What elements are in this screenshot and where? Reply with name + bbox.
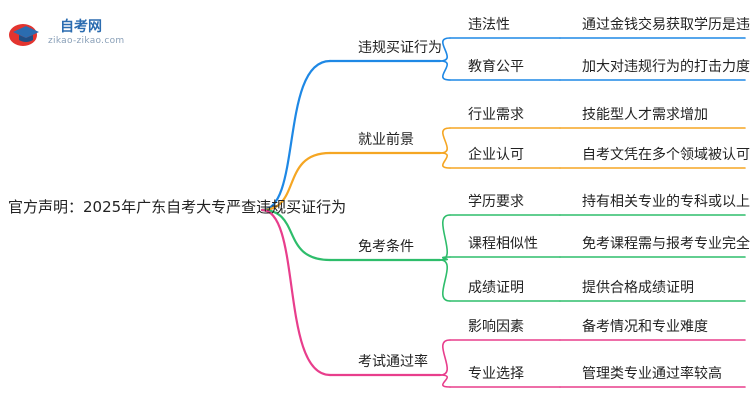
subtopic: 成绩证明	[468, 280, 524, 296]
subtopic-detail: 提供合格成绩证明	[582, 280, 694, 296]
branch-topic: 考试通过率	[358, 354, 428, 370]
child-connector	[439, 127, 451, 154]
site-logo[interactable]: 自考网 zikao-zikao.com	[8, 14, 158, 54]
subtopic-detail: 免考课程需与报考专业完全相同	[582, 236, 750, 252]
child-connector	[439, 374, 451, 388]
child-connector	[439, 37, 451, 62]
subtopic-detail: 技能型人才需求增加	[582, 107, 708, 123]
child-connector	[439, 60, 451, 81]
branch-topic: 免考条件	[358, 239, 414, 255]
child-connector	[439, 259, 451, 302]
branch-topic: 违规买证行为	[358, 40, 442, 56]
child-connector	[439, 214, 451, 261]
branch-connector	[260, 208, 332, 377]
child-connector	[439, 256, 451, 261]
subtopic: 企业认可	[468, 147, 524, 163]
subtopic: 专业选择	[468, 366, 524, 382]
subtopic-detail: 加大对违规行为的打击力度	[582, 59, 750, 75]
logo-name: 自考网	[60, 19, 102, 35]
subtopic-detail: 通过金钱交易获取学历是违法的	[582, 17, 750, 33]
subtopic-detail: 备考情况和专业难度	[582, 319, 708, 335]
subtopic: 违法性	[468, 17, 510, 33]
graduation-cap-icon	[9, 24, 39, 46]
branch-connector	[260, 59, 332, 212]
subtopic: 学历要求	[468, 194, 524, 210]
root-topic: 官方声明：2025年广东自考大专严查违规买证行为	[8, 198, 347, 216]
subtopic-detail: 自考文凭在多个领域被认可	[582, 147, 750, 163]
subtopic: 课程相似性	[468, 236, 538, 252]
child-connector	[439, 152, 451, 169]
child-connector	[439, 339, 451, 376]
subtopic: 教育公平	[468, 59, 524, 75]
subtopic: 行业需求	[468, 107, 524, 123]
branch-connector	[260, 151, 332, 212]
logo-url: zikao-zikao.com	[48, 36, 125, 46]
subtopic: 影响因素	[468, 319, 524, 335]
subtopic-detail: 持有相关专业的专科或以上学历	[582, 194, 750, 210]
subtopic-detail: 管理类专业通过率较高	[582, 366, 722, 382]
branch-topic: 就业前景	[358, 132, 414, 148]
branch-connector	[260, 208, 332, 262]
